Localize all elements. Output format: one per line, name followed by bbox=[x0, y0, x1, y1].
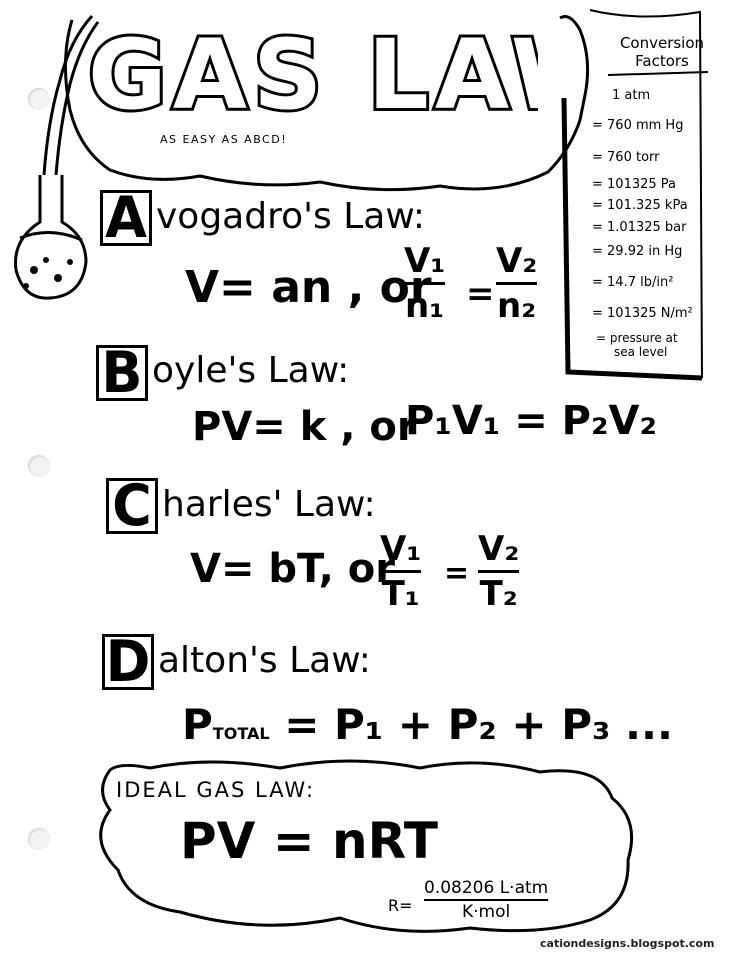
fraction-numerator: V₂ bbox=[496, 241, 538, 281]
conversion-heading: Conversion Factors bbox=[602, 34, 722, 70]
fraction-numerator: V₂ bbox=[478, 529, 520, 569]
law-letter-d: D bbox=[102, 633, 154, 690]
fraction-numerator: V₁ bbox=[380, 529, 422, 569]
conversion-item: = 760 mm Hg bbox=[592, 118, 684, 133]
avogadro-fraction-2: V₂ n₂ bbox=[496, 241, 538, 326]
boyle-eq-left: PV= k , or bbox=[192, 404, 417, 450]
charles-fraction-2: V₂ T₂ bbox=[478, 529, 520, 614]
binder-hole bbox=[28, 88, 50, 110]
fraction-denominator: n₁ bbox=[405, 286, 445, 326]
fraction-numerator: V₁ bbox=[404, 241, 446, 281]
r-constant-label: R= bbox=[388, 896, 413, 915]
subtitle: AS EASY AS ABCD! bbox=[160, 133, 288, 146]
flask-doodle bbox=[14, 14, 100, 300]
fraction-denominator: n₂ bbox=[497, 286, 537, 326]
dalton-heading: alton's Law: bbox=[158, 640, 371, 681]
conversion-heading-line2: Factors bbox=[635, 52, 689, 70]
conversion-note-line2: sea level bbox=[614, 345, 668, 359]
r-constant-fraction: 0.08206 L·atm K·mol bbox=[424, 878, 549, 922]
fraction-denominator: T₂ bbox=[479, 574, 518, 614]
conversion-heading-line1: Conversion bbox=[619, 34, 705, 52]
conversion-note-line1: = pressure at bbox=[596, 331, 678, 345]
page-title: GAS LAWS bbox=[88, 19, 538, 126]
ideal-gas-law-equation: PV = nRT bbox=[180, 812, 439, 870]
law-letter-c: C bbox=[106, 477, 158, 534]
avogadro-fraction-1: V₁ n₁ bbox=[404, 241, 446, 326]
conversion-item: = 101.325 kPa bbox=[592, 198, 688, 213]
dalton-equation: PTOTAL = P₁ + P₂ + P₃ ... bbox=[182, 700, 673, 749]
fraction-denominator: T₁ bbox=[381, 574, 420, 614]
charles-heading: harles' Law: bbox=[162, 484, 376, 525]
charles-fraction-1: V₁ T₁ bbox=[380, 529, 422, 614]
dalton-total-subscript: TOTAL bbox=[212, 724, 270, 743]
conversion-item: = 101325 N/m² bbox=[592, 306, 693, 321]
law-letter-a: A bbox=[100, 189, 152, 246]
charles-equals: = bbox=[444, 556, 470, 591]
binder-hole bbox=[28, 455, 50, 477]
conversion-note: = pressure at sea level bbox=[596, 331, 678, 359]
boyle-heading: oyle's Law: bbox=[152, 350, 350, 391]
avogadro-heading: vogadro's Law: bbox=[156, 196, 425, 237]
conversion-item: = 101325 Pa bbox=[592, 177, 677, 192]
charles-eq-left: V= bT, or bbox=[190, 546, 395, 592]
title-bubble-letters: GAS LAWS bbox=[88, 16, 538, 126]
conversion-item: = 14.7 lb/in² bbox=[592, 275, 674, 290]
avogadro-equals: = bbox=[466, 274, 495, 314]
r-constant-denominator: K·mol bbox=[461, 902, 511, 922]
conversion-item: 1 atm bbox=[612, 88, 651, 103]
avogadro-eq-left: V= an , or bbox=[185, 262, 432, 313]
watermark: cationdesigns.blogspot.com bbox=[540, 937, 715, 950]
dalton-eq-right: = P₁ + P₂ + P₃ ... bbox=[284, 700, 673, 749]
conversion-item: = 760 torr bbox=[592, 150, 660, 165]
conversion-item: = 1.01325 bar bbox=[592, 220, 687, 235]
binder-hole bbox=[28, 828, 50, 850]
dalton-p-total: P bbox=[182, 700, 213, 749]
conversion-item: = 29.92 in Hg bbox=[592, 244, 683, 259]
r-constant-numerator: 0.08206 L·atm bbox=[424, 878, 549, 898]
avogadro-equation: V= an , or bbox=[185, 262, 432, 313]
ideal-gas-law-title: IDEAL GAS LAW: bbox=[116, 778, 316, 802]
boyle-eq-right: P₁V₁ = P₂V₂ bbox=[405, 398, 657, 444]
law-letter-b: B bbox=[96, 344, 148, 401]
